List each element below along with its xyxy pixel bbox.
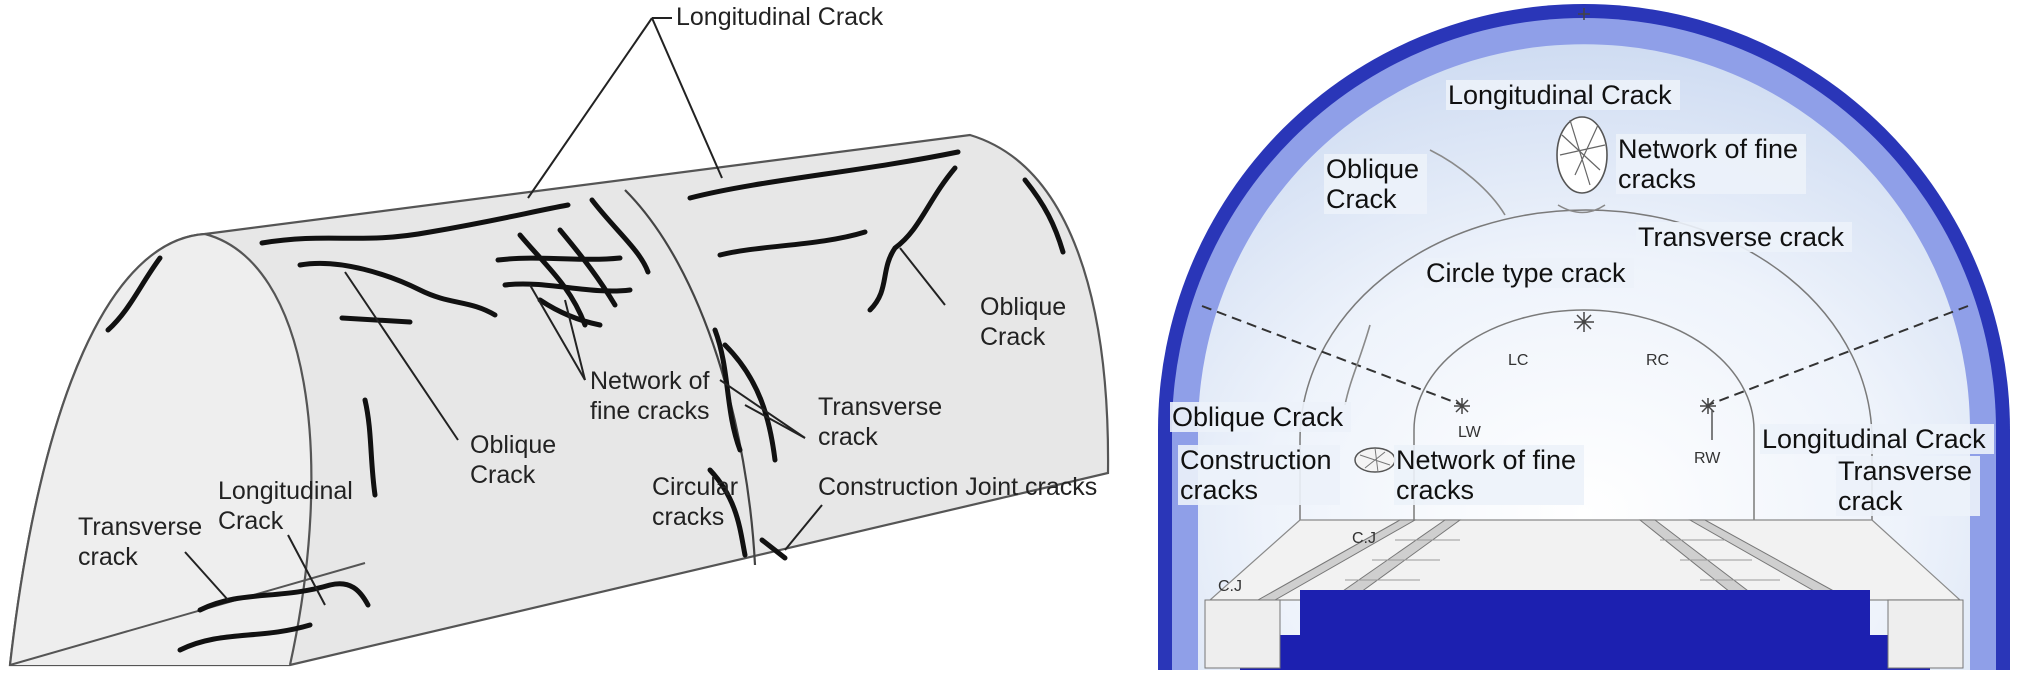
tunnel-3d-illustration [8, 17, 1110, 667]
crack-line [687, 149, 961, 201]
network-blob-top [1556, 116, 1608, 194]
network-blob-line [1559, 119, 1606, 186]
leader-line [784, 504, 823, 551]
crack-line [1022, 177, 1066, 255]
crack-line [177, 622, 313, 653]
leader-line [564, 299, 586, 381]
label-longitudinal-crack-left: Longitudinal Crack [218, 477, 353, 535]
crack-line [259, 202, 571, 246]
crack-line [707, 467, 748, 558]
asterisk-marker [1574, 312, 1594, 332]
label-construction-cracks: Construction cracks [1178, 445, 1340, 505]
marker-rc: RC [1646, 352, 1670, 369]
circle-arch-outer [1299, 209, 1873, 560]
label-transverse-crack-top: Transverse crack [1636, 222, 1853, 252]
circle-arch-inner [1413, 309, 1755, 520]
marker-lc: LC [1508, 352, 1529, 369]
leader-line [651, 17, 723, 179]
sketch-crack [1429, 149, 1506, 216]
sketch-cracks [1344, 149, 1506, 406]
crack-line [722, 342, 778, 463]
asterisk-marker [1578, 8, 1590, 20]
network-crack-line [537, 297, 603, 328]
crack-lines [105, 149, 1066, 653]
label-network-of-fine-cracks: Network of fine cracks [590, 367, 710, 425]
leader-line [344, 271, 459, 441]
sketch-crack [1344, 324, 1371, 406]
base-slab [1240, 590, 1930, 670]
asterisk-markers [1454, 8, 1716, 414]
leader-line [899, 247, 946, 306]
leader-line [529, 284, 586, 381]
crack-line [589, 197, 651, 275]
label-network-of-fine-cracks-top: Network of fine cracks [1616, 134, 1807, 194]
network-crack-line [557, 227, 618, 308]
footing-right [1887, 599, 1964, 669]
label-network-of-fine-cracks-low: Network of fine cracks [1394, 445, 1585, 505]
track-platform [1208, 519, 1962, 601]
radial-line [1201, 305, 1463, 406]
crack-line [105, 255, 163, 333]
label-oblique-crack-mid: Oblique Crack [470, 431, 557, 489]
radial-lines [1201, 305, 1969, 406]
crack-line [197, 581, 371, 613]
network-crack-line [495, 255, 623, 263]
label-circular-cracks: Circular cracks [652, 473, 739, 531]
leader-line [527, 17, 653, 199]
label-longitudinal-crack-top-right: Longitudinal Crack [1446, 80, 1680, 110]
leader-line [744, 404, 806, 439]
network-blob-lines [1559, 119, 1606, 186]
leader-line [719, 379, 806, 439]
asterisk-marker [1700, 398, 1716, 414]
label-transverse-crack-mid: Transverse crack [818, 393, 943, 451]
crack-line [759, 537, 788, 561]
label-transverse-crack-left: Transverse crack [78, 513, 203, 571]
radial-line [1707, 305, 1969, 406]
marker-cj-mid: C.J [1352, 530, 1376, 547]
label-longitudinal-crack-right: Longitudinal Crack [1760, 424, 1994, 454]
label-construction-joint-cracks: Construction Joint cracks [818, 473, 1098, 501]
crack-line [339, 315, 413, 325]
leader-lines [184, 17, 946, 606]
marker-rw: RW [1694, 450, 1721, 467]
marker-cj-left: C.J [1218, 578, 1242, 595]
network-crack-line [517, 232, 588, 328]
sketch-crack [1557, 204, 1606, 214]
footing-left [1204, 599, 1281, 669]
network-cracks [495, 227, 633, 328]
crack-line [362, 397, 378, 498]
crack-line [297, 260, 498, 318]
network-blob-line [1359, 447, 1391, 473]
label-oblique-crack-top: Oblique Crack [1324, 154, 1428, 214]
front-arch [8, 232, 313, 666]
marker-lw: LW [1458, 424, 1481, 441]
track-bed [1208, 519, 1962, 601]
crack-line [712, 327, 743, 453]
leader-line [184, 551, 229, 601]
crack-line [717, 229, 868, 258]
sleepers [1345, 539, 1780, 581]
label-oblique-crack-right: Oblique Crack [980, 293, 1067, 351]
joint-line [624, 189, 757, 566]
floor-line [9, 562, 366, 666]
label-transverse-crack-right: Transverse crack [1836, 456, 1981, 516]
label-oblique-crack-left: Oblique Crack [1170, 402, 1352, 432]
crack-line [867, 165, 958, 313]
label-circle-type-crack: Circle type crack [1424, 258, 1634, 288]
leader-line [287, 534, 326, 606]
label-longitudinal-crack-top: Longitudinal Crack [676, 3, 884, 31]
asterisk-marker [1454, 398, 1470, 414]
